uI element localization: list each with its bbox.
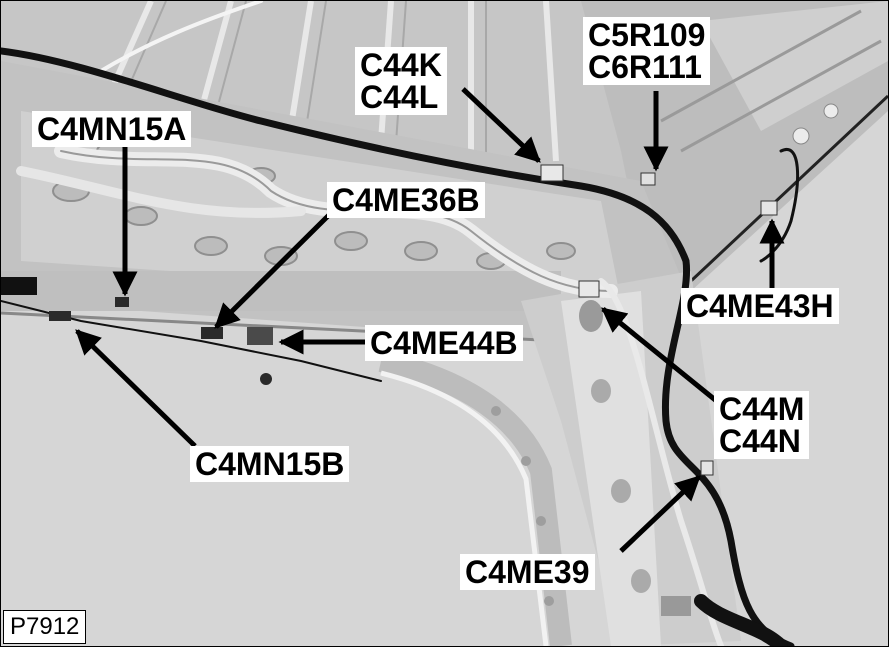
label-c4me39: C4ME39 (460, 554, 595, 590)
connector-c4mn15b (49, 311, 71, 321)
label-text: C4ME36B (332, 182, 480, 218)
connector-c4me44b (247, 327, 273, 345)
label-text-line2: C44L (360, 79, 439, 115)
arrow-c4me39 (619, 475, 701, 553)
arrow-c44m-c44n (601, 307, 721, 405)
arrow-c4me36b (214, 211, 333, 329)
connector-c5r109-c6r111 (640, 172, 656, 186)
pillar-edge (378, 350, 572, 646)
label-c44k-c44l: C44K C44L (355, 47, 447, 115)
ground-stud (260, 373, 272, 385)
arrow-c4mn15b (75, 329, 197, 448)
label-text-line2: C6R111 (588, 49, 702, 85)
a-pillar (521, 271, 741, 646)
label-text: C4ME39 (465, 554, 590, 590)
connectors (1, 164, 778, 476)
label-c4me43h: C4ME43H (681, 288, 839, 324)
connector-c4me43h (760, 200, 778, 216)
label-c4me36b: C4ME36B (327, 182, 485, 218)
connector-c4mn15a (115, 297, 129, 307)
label-c4mn15a: C4MN15A (32, 111, 192, 147)
leader-arrows (75, 87, 785, 553)
connector-c44k-c44l (540, 164, 564, 182)
label-text-line1: C5R109 (588, 17, 706, 53)
connector-c4me39 (700, 460, 714, 476)
label-text: C4MN15B (195, 446, 345, 482)
arrow-c44k-c44l (461, 87, 541, 163)
label-c4me44b: C4ME44B (365, 325, 523, 361)
label-text: C4ME43H (686, 288, 834, 324)
label-c4mn15b: C4MN15B (190, 446, 350, 482)
label-c5r109-c6r111: C5R109 C6R111 (583, 17, 711, 85)
label-text-line1: C44K (360, 47, 442, 83)
label-text: C4MN15A (37, 111, 187, 147)
figure-id-label: P7912 (3, 610, 87, 644)
label-c44m-c44n: C44M C44N (714, 391, 810, 459)
connector-c44m-c44n (578, 280, 600, 298)
connector-c4me36b (201, 327, 223, 339)
label-text-line2: C44N (719, 423, 801, 459)
label-text-line1: C44M (719, 391, 805, 427)
label-text: C4ME44B (370, 325, 518, 361)
